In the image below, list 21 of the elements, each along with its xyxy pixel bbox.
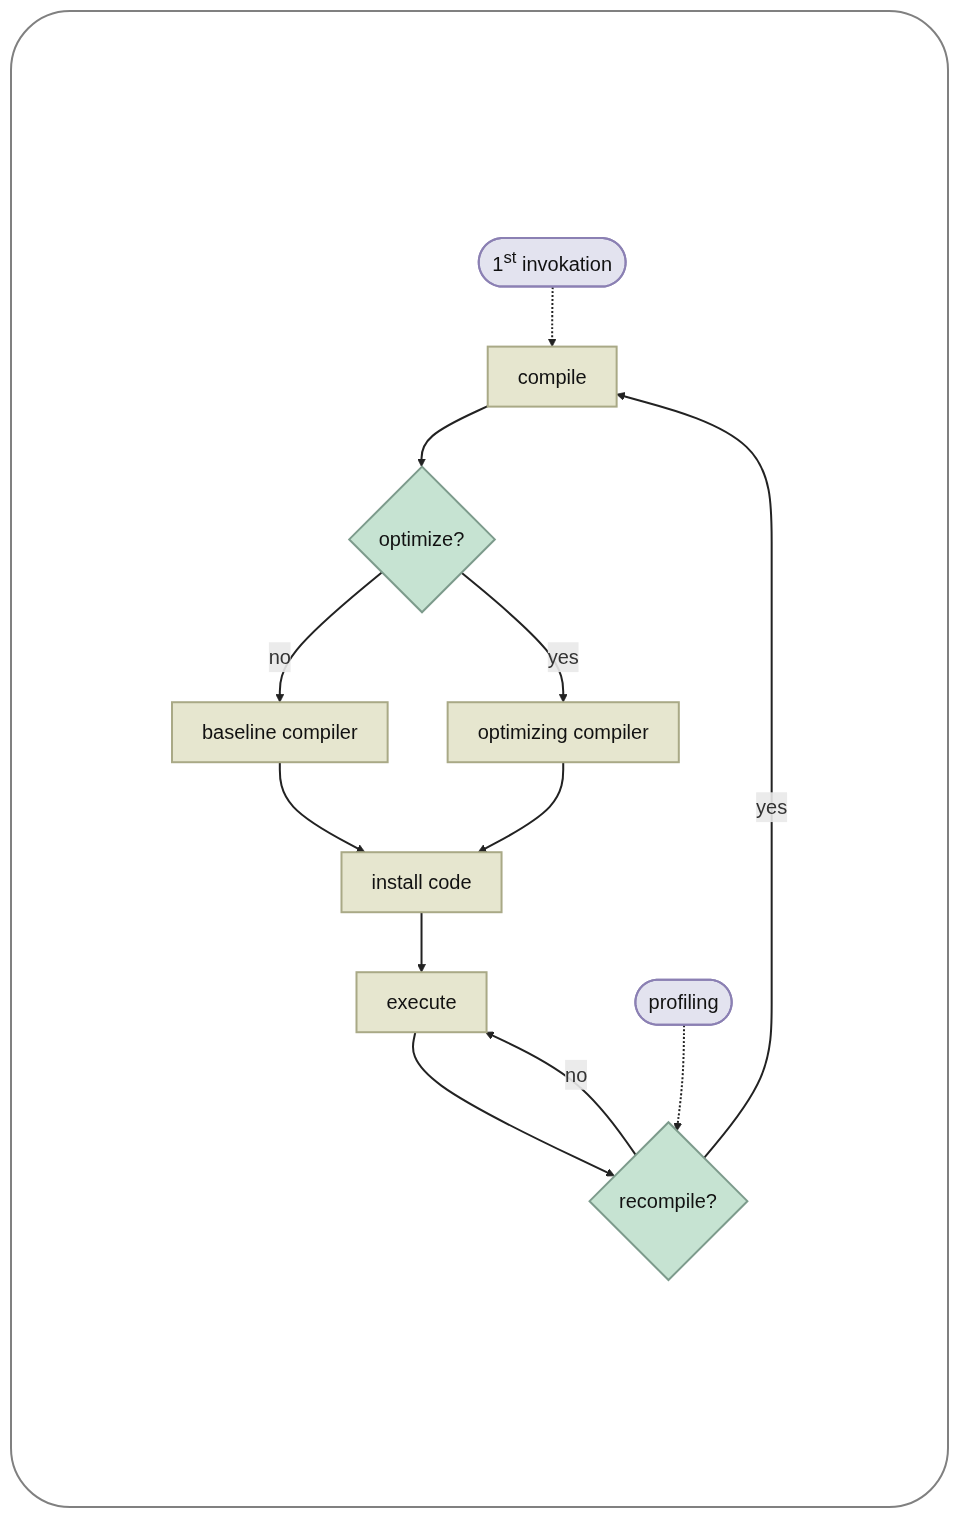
edge-label: no: [268, 646, 291, 669]
arrow: [673, 1024, 685, 1132]
node-box: optimizing compiler: [446, 701, 680, 764]
node-box: install code: [340, 851, 503, 914]
node-box: compile: [486, 345, 618, 408]
arrow: [616, 392, 773, 1160]
edge-label: yes: [755, 796, 788, 819]
arrow: [278, 761, 366, 853]
node-diamond: optimize?: [347, 465, 497, 614]
edge-label: yes: [547, 646, 579, 669]
node-box: baseline compiler: [170, 701, 389, 764]
arrow: [417, 405, 489, 467]
node-diamond: recompile?: [588, 1120, 749, 1282]
arrow: [484, 1031, 637, 1156]
arrow: [547, 286, 557, 347]
edge-label: no: [564, 1063, 588, 1086]
arrow: [417, 911, 426, 973]
node-box: execute: [355, 971, 488, 1034]
arrow: [275, 571, 383, 703]
arrow: [411, 1031, 615, 1177]
arrow: [477, 761, 565, 853]
